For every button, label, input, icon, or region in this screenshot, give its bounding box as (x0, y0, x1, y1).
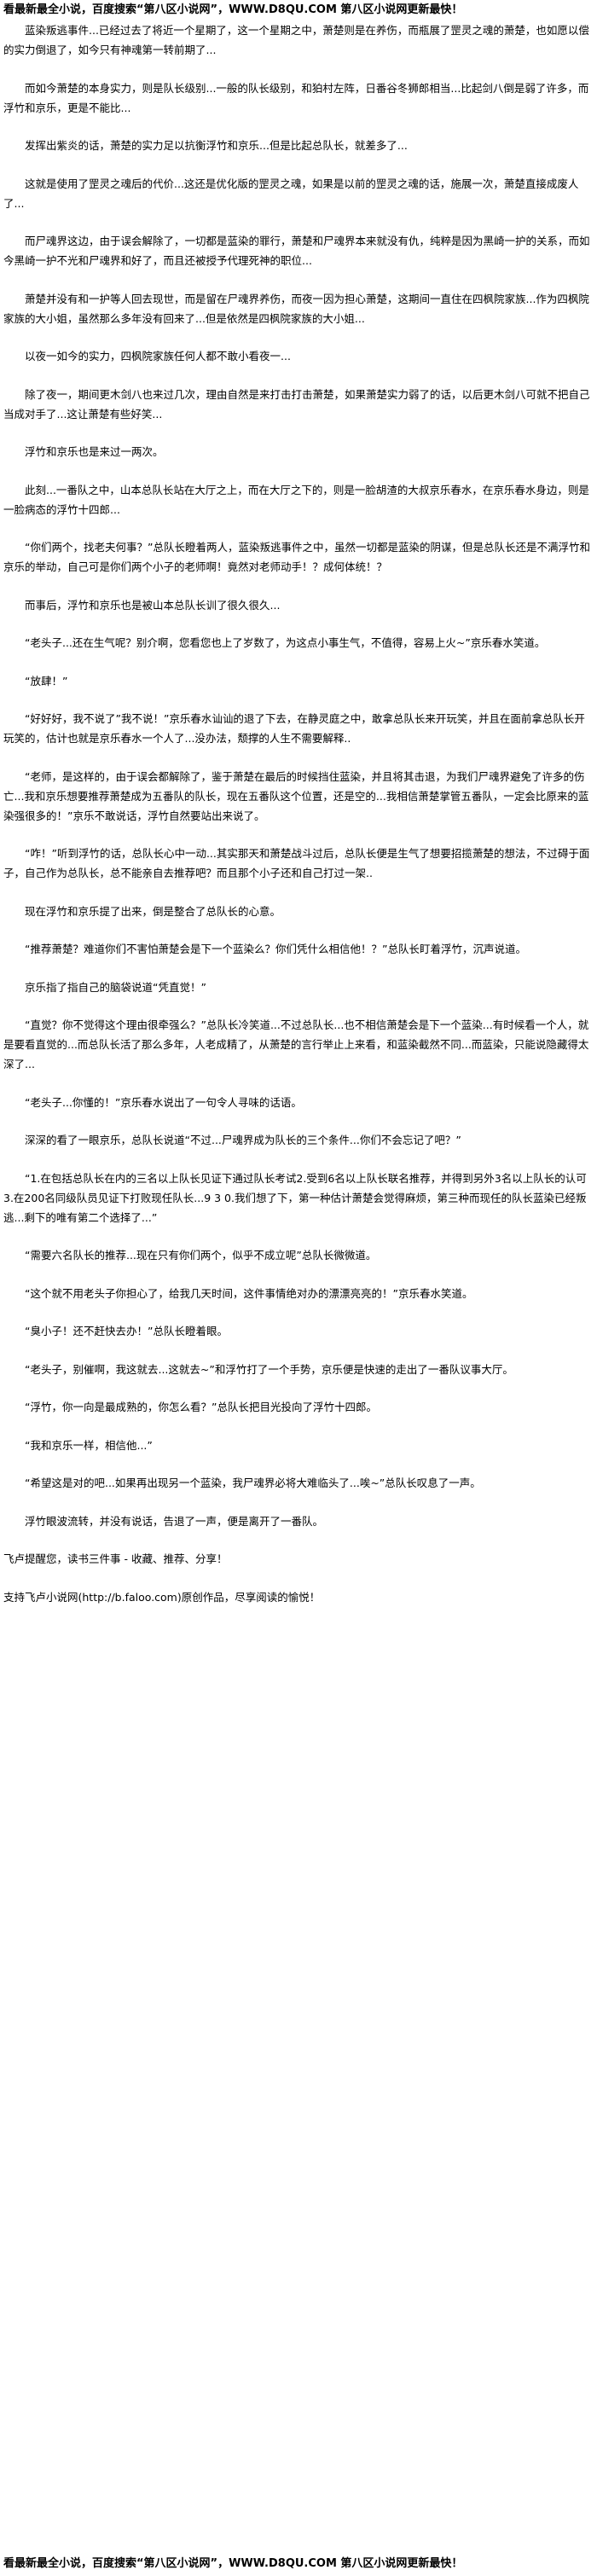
paragraph: “直觉？你不觉得这个理由很牵强么？”总队长冷笑道...不过总队长...也不相信萧… (3, 1018, 589, 1070)
paragraph: 以夜一如今的实力，四枫院家族任何人都不敢小看夜一... (3, 350, 291, 363)
paragraph: “1.在包括总队长在内的三名以上队长见证下通过队长考试2.受到6名以上队长联名推… (3, 1171, 587, 1224)
paragraph: “老头子...你懂的！”京乐春水说出了一句令人寻味的话语。 (3, 1095, 302, 1109)
paragraph: 深深的看了一眼京乐，总队长说道“不过...尸魂界成为队长的三个条件...你们不会… (3, 1134, 461, 1146)
paragraph: “推荐萧楚？难道你们不害怕萧楚会是下一个蓝染么？你们凭什么相信他！？”总队长盯着… (3, 943, 526, 955)
paragraph: “浮竹，你一向是最成熟的，你怎么看？”总队长把目光投向了浮竹十四郎。 (3, 1401, 377, 1413)
paragraph: “咋！”听到浮竹的话，总队长心中一动...其实那天和萧楚战斗过后，总队长便是生气… (3, 847, 590, 879)
site-banner-top: 看最新最全小说，百度搜索“第八区小说网”，WWW.D8QU.COM 第八区小说网… (3, 3, 463, 16)
paragraph: 而尸魂界这边，由于误会解除了，一切都是蓝染的罪行，萧楚和尸魂界本来就没有仇，纯粹… (3, 235, 590, 267)
paragraph: 京乐指了指自己的脑袋说道“凭直觉！” (3, 980, 206, 994)
paragraph: “老头子...还在生气呢？别介啊，您看您也上了岁数了，为这点小事生气，不值得，容… (3, 636, 546, 649)
paragraph: “老师，是这样的，由于误会都解除了，鉴于萧楚在最后的时候挡住蓝染，并且将其击退，… (3, 769, 589, 822)
paragraph: “需要六名队长的推荐...现在只有你们两个，似乎不成立呢”总队长微微道。 (3, 1249, 377, 1262)
paragraph: “好好好，我不说了”我不说！”京乐春水讪讪的退了下去，在静灵庭之中，敢拿总队长来… (3, 712, 585, 745)
paragraph: 而如今萧楚的本身实力，则是队长级别...一般的队长级别，和狛村左阵，日番谷冬狮郎… (3, 81, 589, 114)
paragraph: 飞卢提醒您，读书三件事 - 收藏、推荐、分享！ (3, 1552, 228, 1565)
paragraph: “老头子，别催啊，我这就去...这就去~”和浮竹打了一个手势，京乐便是快速的走出… (3, 1362, 513, 1376)
paragraph: 这就是使用了罡灵之魂后的代价...这还是优化版的罡灵之魂，如果是以前的罡灵之魂的… (3, 177, 579, 210)
paragraph: 发挥出紫炎的话，萧楚的实力足以抗衡浮竹和京乐...但是比起总队长，就差多了... (3, 139, 408, 152)
paragraph: 而事后，浮竹和京乐也是被山本总队长训了很久很久... (3, 598, 281, 612)
paragraph: 支持飞卢小说网(http://b.faloo.com)原创作品，尽享阅读的愉悦！ (3, 1590, 321, 1604)
paragraph: 现在浮竹和京乐提了出来，倒是整合了总队长的心意。 (3, 904, 281, 918)
chapter-text: 蓝染叛逃事件...已经过去了将近一个星期了，这一个星期之中，萧楚则是在养伤，而瓶… (3, 20, 592, 2550)
paragraph: 蓝染叛逃事件...已经过去了将近一个星期了，这一个星期之中，萧楚则是在养伤，而瓶… (3, 24, 589, 56)
paragraph: “放肆！” (3, 674, 68, 688)
paragraph: “这个就不用老头子你担心了，给我几天时间，这件事情绝对办的漂漂亮亮的！”京乐春水… (3, 1286, 473, 1300)
paragraph: “臭小子！还不赶快去办！”总队长瞪着眼。 (3, 1325, 228, 1337)
paragraph: 除了夜一，期间更木剑八也来过几次，理由自然是来打击打击萧楚，如果萧楚实力弱了的话… (3, 387, 590, 421)
paragraph: “我和京乐一样，相信他...” (3, 1438, 153, 1452)
paragraph: 此刻...一番队之中，山本总队长站在大厅之上，而在大厅之下的，则是一脸胡渣的大叔… (3, 483, 589, 516)
paragraph: “你们两个，找老夫何事？”总队长瞪着两人，蓝染叛逃事件之中，虽然一切都是蓝染的阴… (3, 541, 590, 573)
paragraph: 浮竹和京乐也是来过一两次。 (3, 445, 164, 458)
paragraph: 浮竹眼波流转，并没有说话，告退了一声，便是离开了一番队。 (3, 1514, 324, 1528)
site-banner-bottom: 看最新最全小说，百度搜索“第八区小说网”，WWW.D8QU.COM 第八区小说网… (3, 2557, 463, 2570)
paragraph: 萧楚并没有和一护等人回去现世，而是留在尸魂界养伤，而夜一因为担心萧楚，这期间一直… (3, 292, 589, 325)
paragraph: “希望这是对的吧...如果再出现另一个蓝染，我尸魂界必将大难临头了...唉~”总… (3, 1477, 481, 1489)
